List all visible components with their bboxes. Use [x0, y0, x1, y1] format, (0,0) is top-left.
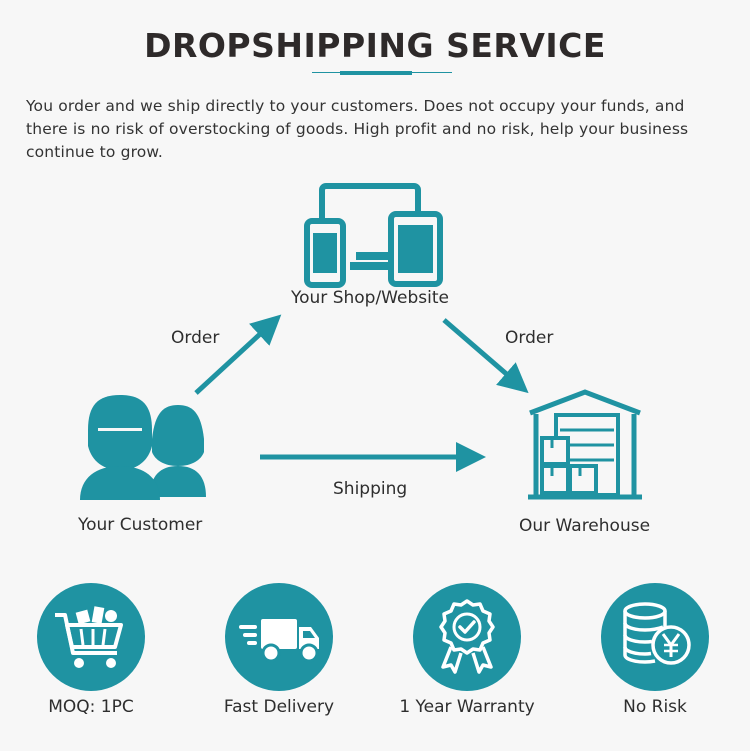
feature-warranty-label: 1 Year Warranty [399, 697, 535, 717]
delivery-truck-icon [239, 619, 319, 663]
title-underline-thick [340, 71, 412, 75]
intro-text: You order and we ship directly to your c… [26, 97, 689, 161]
coins-yen-icon [623, 602, 691, 665]
order-label-right: Order [505, 328, 554, 348]
shop-label: Your Shop/Website [291, 288, 449, 308]
feature-fast-delivery-label: Fast Delivery [223, 697, 335, 717]
feature-fast-delivery [225, 583, 333, 691]
feature-no-risk [601, 583, 709, 691]
customer-label: Your Customer [78, 515, 203, 535]
page-title: DROPSHIPPING SERVICE [144, 26, 606, 65]
shopping-cart-icon [55, 606, 123, 668]
dropshipping-flow-diagram [80, 183, 642, 500]
devices-icon [304, 183, 443, 288]
feature-moq [37, 583, 145, 691]
feature-no-risk-label: No Risk [623, 697, 687, 717]
order-arrow-right [442, 318, 529, 394]
order-label-left: Order [171, 328, 220, 348]
warehouse-icon [528, 389, 642, 500]
people-icon [80, 395, 206, 500]
shipping-label: Shipping [333, 479, 408, 499]
warehouse-label: Our Warehouse [519, 516, 651, 536]
feature-warranty [413, 583, 521, 691]
feature-moq-label: MOQ: 1PC [48, 697, 134, 717]
order-arrow-left [194, 314, 282, 395]
warranty-badge-icon [439, 599, 495, 674]
